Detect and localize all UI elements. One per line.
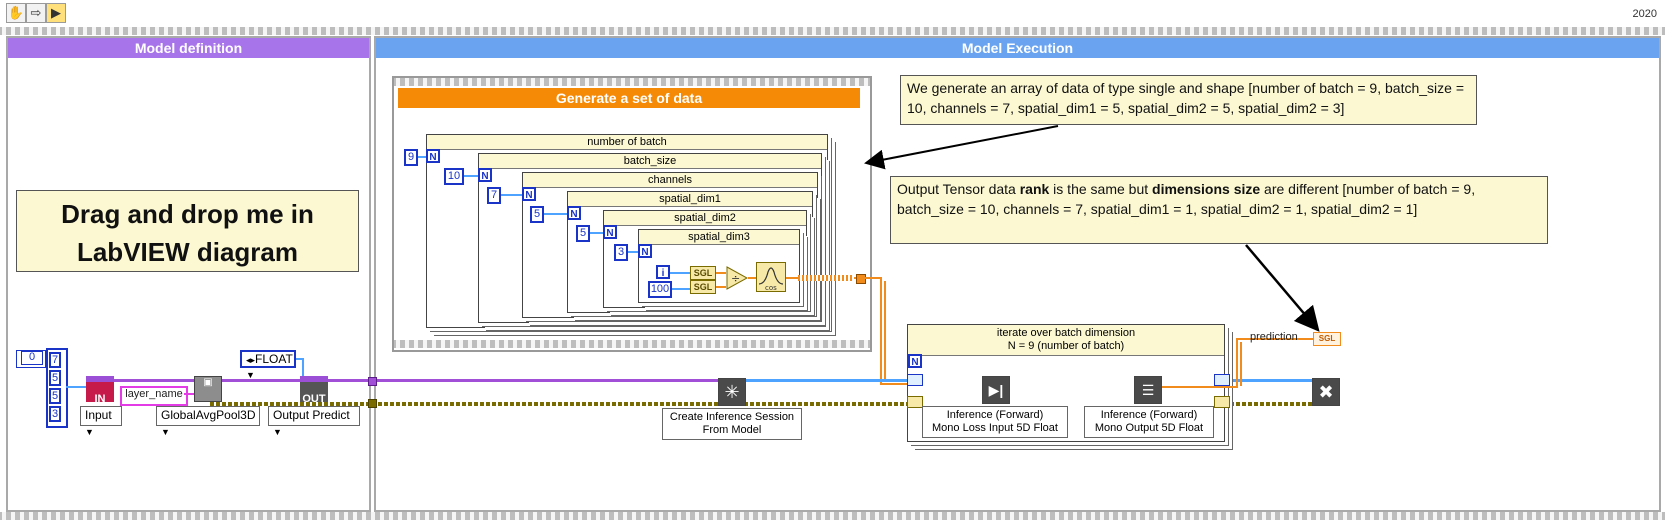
loop-label: batch_size — [479, 154, 821, 169]
dtype-ring[interactable]: ◂▸FLOAT ▼ — [240, 350, 296, 380]
create-session-ring[interactable]: Create Inference Session From Model — [662, 408, 802, 440]
vi-icon[interactable]: ▶ — [46, 3, 66, 23]
n-constant-batch[interactable]: 9 — [404, 149, 418, 166]
ring-text: Create Inference Session — [669, 411, 795, 423]
frame-tunnel — [368, 377, 377, 386]
n-terminal-iterate: N — [908, 354, 922, 368]
layer-type-ring[interactable]: GlobalAvgPool3D ▼ — [156, 406, 260, 437]
output-type-ring[interactable]: Output Predict ▼ — [268, 406, 360, 437]
n-constant-spatial-dim1[interactable]: 5 — [530, 206, 544, 223]
chevron-down-icon: ▼ — [161, 427, 170, 437]
version-label: 2020 — [1632, 8, 1657, 20]
toolbar: ✋ ⇨ ▶ 2020 — [0, 0, 1665, 26]
shift-register-right — [1214, 374, 1230, 386]
iterate-title: iterate over batch dimension N = 9 (numb… — [908, 325, 1224, 356]
comment-dims: dimensions size — [1152, 181, 1261, 197]
prediction-label: prediction — [1250, 331, 1298, 343]
n-terminal-spatial-dim1: N — [567, 206, 581, 220]
inference-output-ring[interactable]: Inference (Forward) Mono Output 5D Float — [1084, 406, 1214, 438]
generate-data-title: Generate a set of data — [398, 88, 860, 108]
comment-text: is the same but — [1049, 181, 1153, 197]
layer-name-constant[interactable]: layer_name — [120, 386, 188, 406]
prediction-indicator[interactable]: SGL — [1313, 332, 1341, 346]
output-layer-node[interactable]: OUT — [300, 376, 328, 405]
divide-glyph: ÷ — [731, 272, 740, 285]
loop-label: iterate over batch dimension — [996, 327, 1136, 339]
shape-value[interactable]: 5 — [49, 388, 61, 404]
loop-label: channels — [523, 173, 817, 188]
comment-text: Output Tensor data — [897, 181, 1020, 197]
shape-value[interactable]: 5 — [49, 370, 61, 386]
model-wire-def — [114, 379, 372, 382]
arrows-icon: ◂▸ — [246, 355, 256, 365]
i-terminal: i — [656, 265, 670, 279]
film-strip-top — [0, 27, 1665, 35]
ring-text: FLOAT — [255, 352, 293, 366]
chevron-down-icon: ▼ — [273, 427, 282, 437]
input-ring[interactable]: Input ▼ — [80, 406, 122, 437]
array-index[interactable]: 0 — [21, 351, 43, 365]
n-terminal-channels: N — [522, 187, 536, 201]
input-layer-node[interactable]: IN — [86, 376, 114, 405]
inference-input-ring[interactable]: Inference (Forward) Mono Loss Input 5D F… — [922, 406, 1068, 438]
loop-label: spatial_dim2 — [604, 211, 806, 226]
loop-label: N = 9 (number of batch) — [1007, 340, 1125, 352]
to-single-node-1[interactable]: SGL — [690, 266, 716, 280]
chevron-down-icon: ▼ — [85, 427, 94, 437]
model-definition-frame: Model definition — [6, 36, 371, 512]
drag-drop-note: Drag and drop me in LabVIEW diagram — [16, 190, 359, 272]
inference-output-vi-icon[interactable]: ☰ — [1134, 376, 1162, 404]
create-session-vi-icon[interactable]: ✳ — [718, 378, 746, 406]
layer-vi-icon[interactable]: ▣ — [194, 376, 222, 402]
divisor-constant[interactable]: 100 — [648, 281, 672, 298]
n-constant-batch-size[interactable]: 10 — [444, 168, 464, 185]
n-constant-spatial-dim2[interactable]: 5 — [576, 225, 590, 242]
data-shape-comment: We generate an array of data of type sin… — [900, 75, 1477, 125]
shape-value[interactable]: 7 — [49, 352, 61, 368]
ring-text: Inference (Forward) — [946, 409, 1044, 421]
model-definition-title: Model definition — [8, 38, 369, 58]
n-constant-channels[interactable]: 7 — [487, 187, 501, 204]
ring-text: GlobalAvgPool3D — [161, 408, 256, 422]
loop-label: spatial_dim1 — [568, 192, 812, 207]
inference-input-vi-icon[interactable]: ▶| — [982, 376, 1010, 404]
model-execution-title: Model Execution — [376, 38, 1659, 58]
n-constant-spatial-dim3[interactable]: 3 — [614, 244, 628, 261]
shift-register-error-left — [907, 396, 923, 408]
output-tunnel — [856, 274, 866, 284]
ring-text: Mono Output 5D Float — [1094, 422, 1204, 434]
n-terminal-spatial-dim2: N — [603, 225, 617, 239]
comment-text: are different [number of batch = 9, batc… — [897, 181, 1476, 217]
cos-glyph: cos — [765, 284, 777, 292]
to-single-node-2[interactable]: SGL — [690, 280, 716, 294]
ring-text: Output Predict — [273, 408, 350, 422]
ring-text: Inference (Forward) — [1100, 409, 1198, 421]
comment-rank: rank — [1019, 181, 1050, 197]
film-strip-bottom — [0, 512, 1665, 520]
n-terminal-batch: N — [426, 149, 440, 163]
cosine-icon[interactable]: cos — [756, 262, 786, 292]
ring-text: Mono Loss Input 5D Float — [932, 422, 1058, 434]
loop-label: spatial_dim3 — [639, 230, 799, 245]
model-wire-exec — [372, 379, 718, 382]
shift-register-left — [907, 374, 923, 386]
divide-icon[interactable]: ÷ — [726, 266, 748, 290]
ring-text: From Model — [702, 424, 762, 436]
error-wire — [210, 402, 1330, 406]
shape-array-constant[interactable]: 7 5 5 3 — [46, 348, 68, 428]
shift-register-error-right — [1214, 396, 1230, 408]
output-tensor-comment: Output Tensor data rank is the same but … — [890, 176, 1548, 244]
n-terminal-spatial-dim3: N — [638, 244, 652, 258]
hand-icon[interactable]: ✋ — [6, 3, 26, 23]
arrow-right-icon[interactable]: ⇨ — [26, 3, 46, 23]
array-index-control[interactable]: 0 — [16, 350, 46, 368]
n-terminal-batch-size: N — [478, 168, 492, 182]
release-session-vi-icon[interactable]: ✖ — [1312, 378, 1340, 406]
error-tunnel — [368, 399, 377, 408]
loop-label: number of batch — [427, 135, 827, 150]
ring-text: Input — [85, 408, 112, 422]
chevron-down-icon: ▼ — [246, 370, 255, 380]
shape-value[interactable]: 3 — [49, 406, 61, 422]
